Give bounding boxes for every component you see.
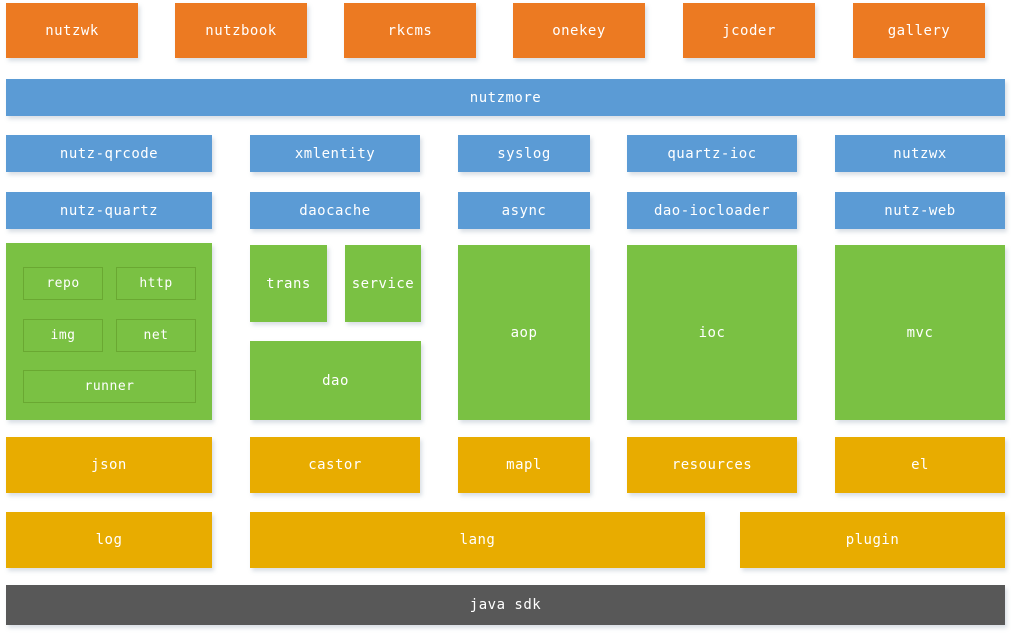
core-subbox-http[interactable]: http <box>116 267 196 300</box>
base-box-resources-label: resources <box>671 457 753 473</box>
core-box-trans-label: trans <box>266 275 311 292</box>
base-box-lang-label: lang <box>459 532 496 548</box>
base-box-castor-label: castor <box>308 457 362 473</box>
plugin-box-nutz-qrcode[interactable]: nutz-qrcode <box>6 135 212 172</box>
core-box-mvc-label: mvc <box>906 324 934 341</box>
core-group-utilities: repo http img net runner <box>6 243 212 420</box>
plugin-box-syslog[interactable]: syslog <box>458 135 590 172</box>
core-subbox-img[interactable]: img <box>23 319 103 352</box>
app-box-gallery[interactable]: gallery <box>853 3 985 58</box>
app-box-gallery-label: gallery <box>887 22 951 39</box>
plugin-box-dao-iocloader-label: dao-iocloader <box>653 202 771 219</box>
plugin-box-async[interactable]: async <box>458 192 590 229</box>
plugin-box-nutz-quartz[interactable]: nutz-quartz <box>6 192 212 229</box>
app-box-rkcms-label: rkcms <box>387 22 433 39</box>
base-box-log-label: log <box>95 532 123 548</box>
core-box-aop[interactable]: aop <box>458 245 590 420</box>
plugin-box-nutz-quartz-label: nutz-quartz <box>59 202 159 219</box>
core-subbox-net[interactable]: net <box>116 319 196 352</box>
core-subbox-repo-label: repo <box>46 276 80 291</box>
plugin-box-daocache-label: daocache <box>299 202 371 219</box>
base-box-el[interactable]: el <box>835 437 1005 493</box>
base-box-plugin[interactable]: plugin <box>740 512 1005 568</box>
plugin-box-nutzwx-label: nutzwx <box>893 145 947 162</box>
plugin-box-daocache[interactable]: daocache <box>250 192 420 229</box>
core-subbox-runner[interactable]: runner <box>23 370 196 403</box>
plugin-box-async-label: async <box>501 202 547 219</box>
app-box-onekey[interactable]: onekey <box>513 3 645 58</box>
app-box-rkcms[interactable]: rkcms <box>344 3 476 58</box>
core-box-dao-label: dao <box>322 372 349 389</box>
plugin-box-xmlentity-label: xmlentity <box>294 145 376 162</box>
base-box-json-label: json <box>91 457 127 473</box>
plugin-box-nutz-qrcode-label: nutz-qrcode <box>59 145 159 162</box>
aggregator-box-nutzmore-label: nutzmore <box>469 89 542 106</box>
core-box-service-label: service <box>351 275 415 292</box>
plugin-box-quartz-ioc-label: quartz-ioc <box>667 145 757 162</box>
core-box-service[interactable]: service <box>345 245 421 322</box>
core-box-ioc[interactable]: ioc <box>627 245 797 420</box>
plugin-box-dao-iocloader[interactable]: dao-iocloader <box>627 192 797 229</box>
base-box-lang[interactable]: lang <box>250 512 705 568</box>
base-box-el-label: el <box>911 457 929 473</box>
app-box-nutzwk[interactable]: nutzwk <box>6 3 138 58</box>
base-box-json[interactable]: json <box>6 437 212 493</box>
app-box-nutzbook[interactable]: nutzbook <box>175 3 307 58</box>
base-box-mapl[interactable]: mapl <box>458 437 590 493</box>
plugin-box-nutz-web[interactable]: nutz-web <box>835 192 1005 229</box>
core-subbox-runner-label: runner <box>84 379 135 394</box>
core-subbox-net-label: net <box>143 328 169 343</box>
app-box-jcoder[interactable]: jcoder <box>683 3 815 58</box>
core-box-mvc[interactable]: mvc <box>835 245 1005 420</box>
app-box-nutzbook-label: nutzbook <box>205 22 277 39</box>
base-box-resources[interactable]: resources <box>627 437 797 493</box>
base-box-log[interactable]: log <box>6 512 212 568</box>
app-box-jcoder-label: jcoder <box>722 22 776 39</box>
core-subbox-img-label: img <box>50 328 76 343</box>
platform-box-java-sdk[interactable]: java sdk <box>6 585 1005 625</box>
core-box-trans[interactable]: trans <box>250 245 327 322</box>
app-box-onekey-label: onekey <box>552 22 606 39</box>
platform-box-java-sdk-label: java sdk <box>469 597 542 613</box>
base-box-mapl-label: mapl <box>506 457 542 473</box>
plugin-box-nutzwx[interactable]: nutzwx <box>835 135 1005 172</box>
plugin-box-syslog-label: syslog <box>497 145 551 162</box>
base-box-castor[interactable]: castor <box>250 437 420 493</box>
plugin-box-xmlentity[interactable]: xmlentity <box>250 135 420 172</box>
core-subbox-http-label: http <box>139 276 173 291</box>
plugin-box-quartz-ioc[interactable]: quartz-ioc <box>627 135 797 172</box>
core-box-aop-label: aop <box>510 324 538 341</box>
aggregator-box-nutzmore[interactable]: nutzmore <box>6 79 1005 116</box>
base-box-plugin-label: plugin <box>845 532 900 548</box>
app-box-nutzwk-label: nutzwk <box>45 22 99 39</box>
core-box-dao[interactable]: dao <box>250 341 421 420</box>
core-subbox-repo[interactable]: repo <box>23 267 103 300</box>
plugin-box-nutz-web-label: nutz-web <box>884 202 956 219</box>
core-box-ioc-label: ioc <box>698 324 726 341</box>
